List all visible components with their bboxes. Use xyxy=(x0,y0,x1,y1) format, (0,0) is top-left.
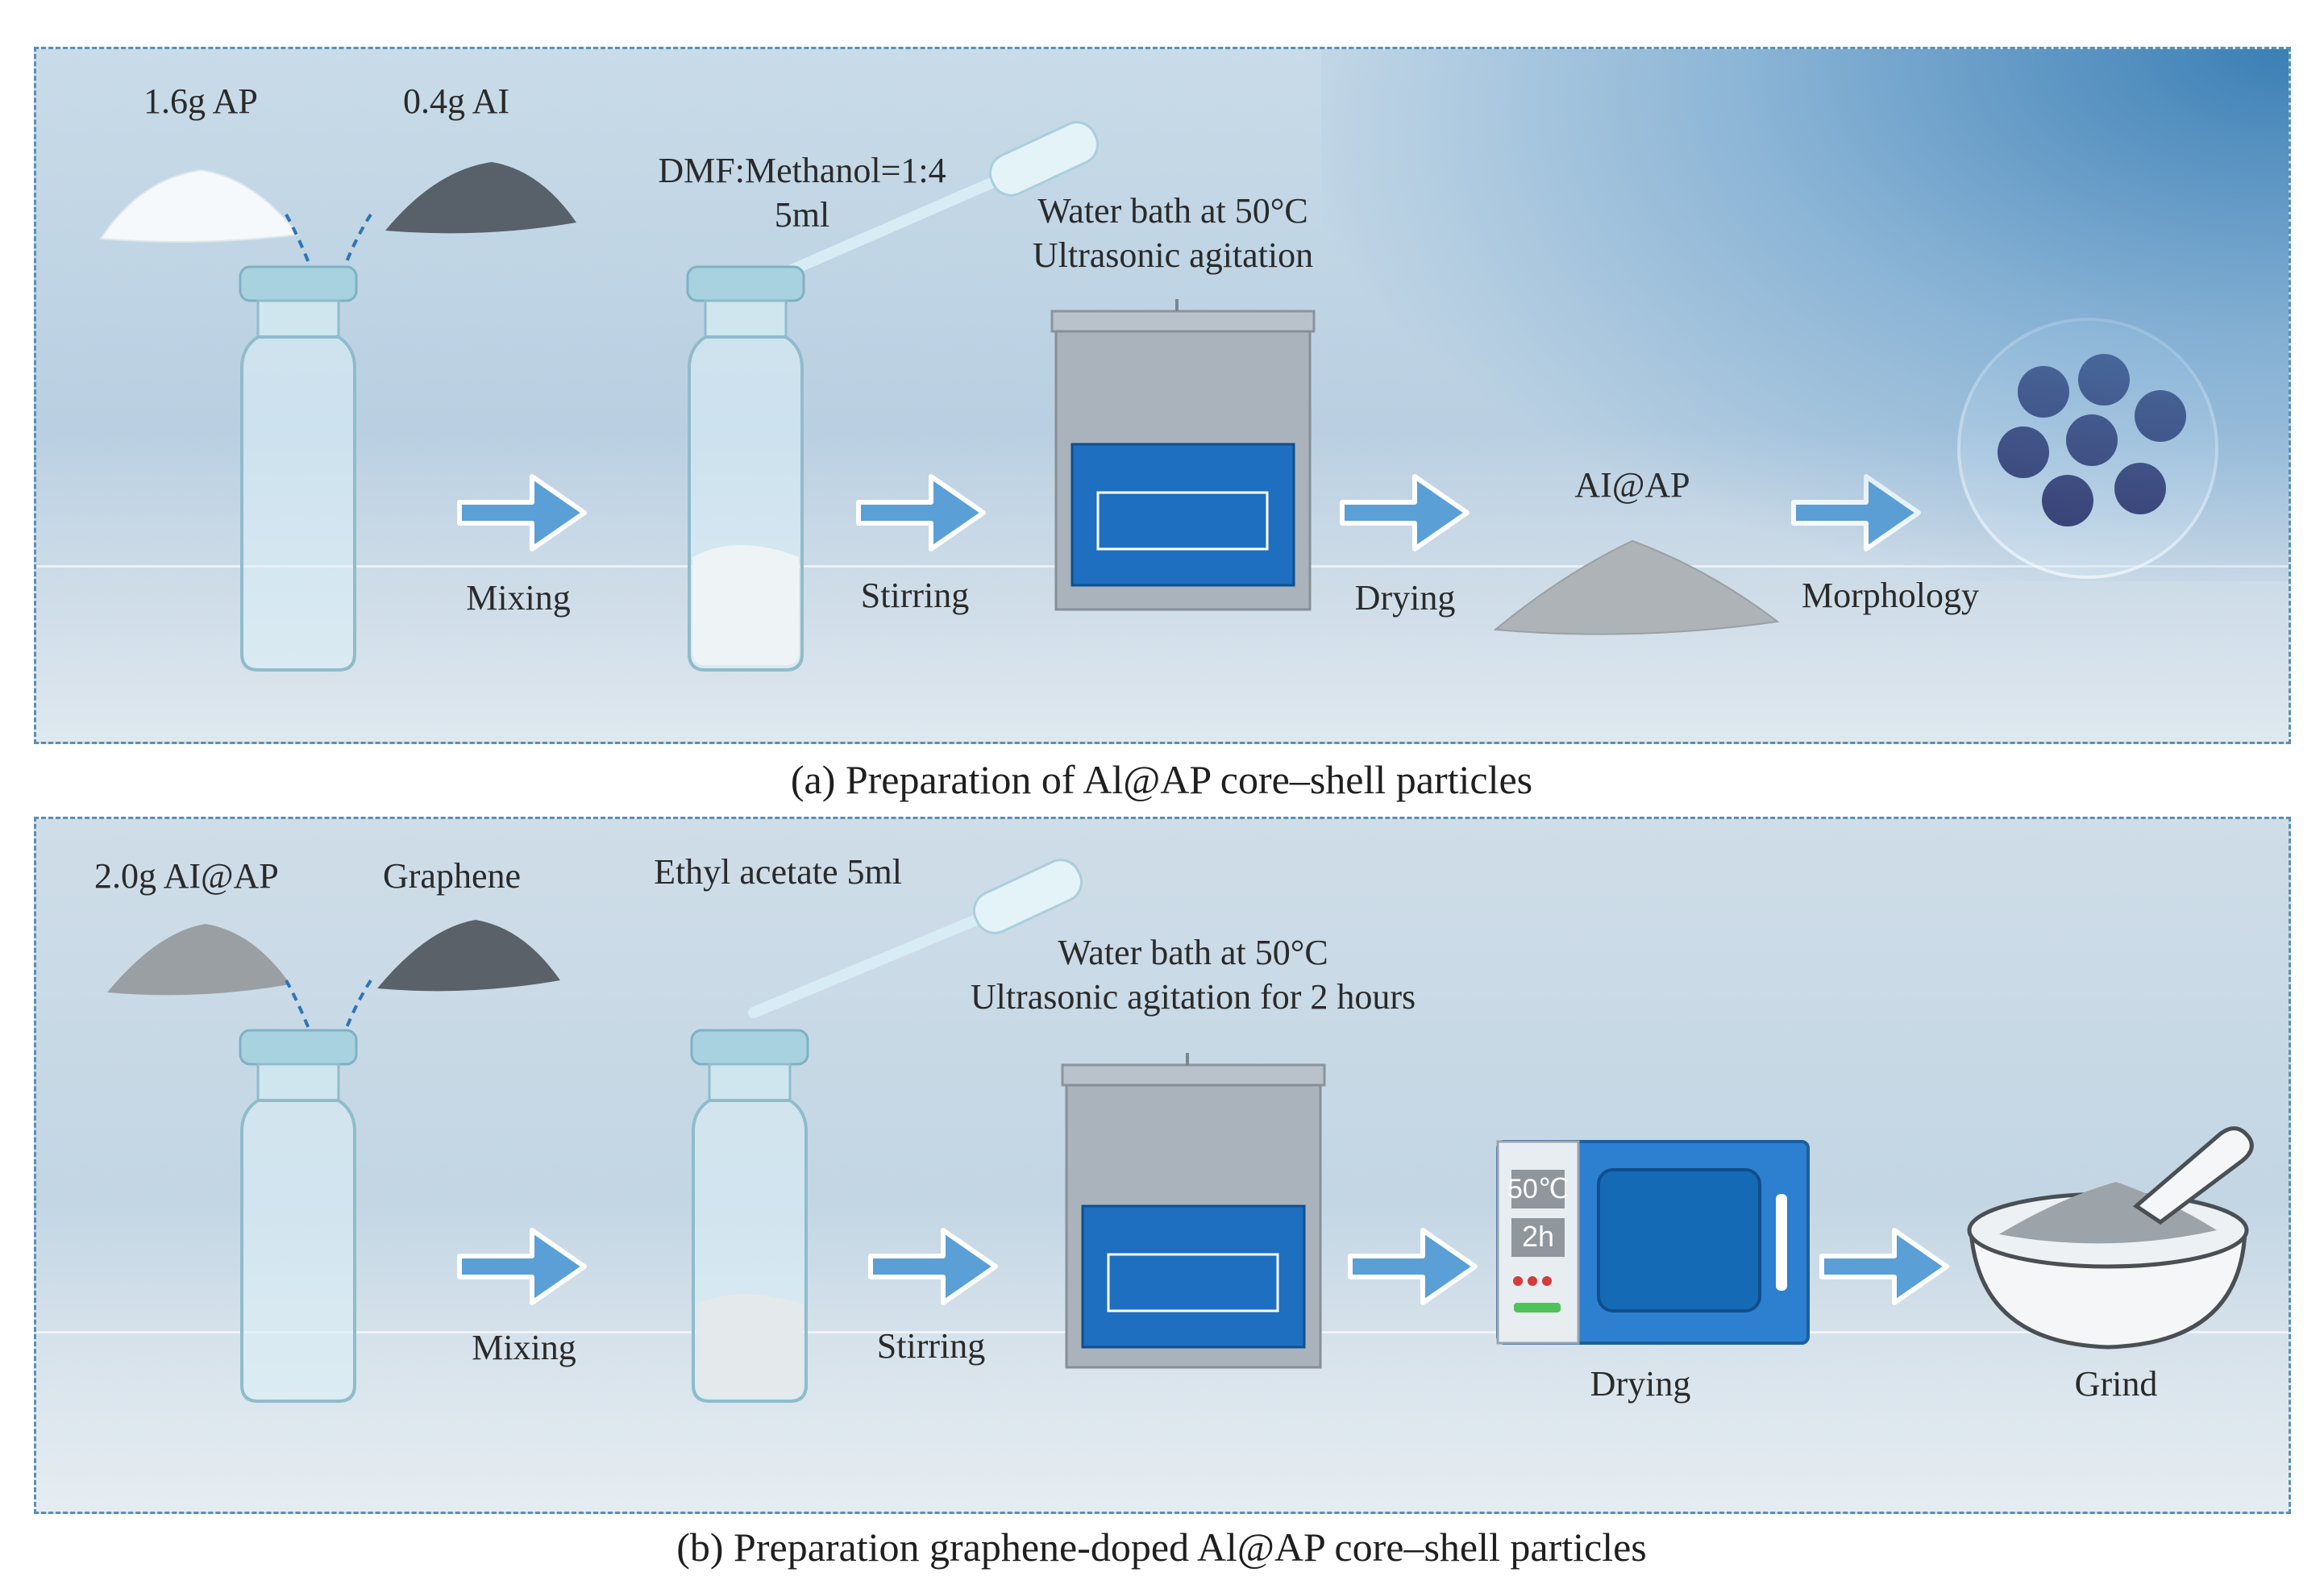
step-drying-label: Drying xyxy=(1354,578,1456,618)
mortar-and-pestle xyxy=(1967,1126,2254,1350)
powder-1-label: 1.6g AP xyxy=(143,81,258,121)
vial-empty xyxy=(239,1029,358,1403)
dropper xyxy=(748,859,1083,1018)
graphene-powder-pile xyxy=(377,920,560,992)
bath-line1: Water bath at 50°C xyxy=(1037,191,1308,231)
solvent-line1: DMF:Methanol=1:4 xyxy=(658,151,946,190)
powder-2-label: 0.4g AI xyxy=(403,81,509,121)
step-grind-label: Grind xyxy=(2074,1364,2158,1404)
core-shell-particles xyxy=(1957,318,2218,579)
panel-a: Mixing DMF:Methanol=1:4 5ml Stirring Wat… xyxy=(34,47,2291,744)
arrow-stirring xyxy=(856,474,986,551)
ap-powder-pile xyxy=(99,168,300,243)
dropper xyxy=(756,121,1100,289)
step-mixing-label: Mixing xyxy=(466,578,571,618)
solvent-line2: 5ml xyxy=(774,195,830,235)
bath-line2: Ultrasonic agitation xyxy=(1032,235,1314,275)
arrow-mixing xyxy=(457,474,587,551)
arrow-mixing xyxy=(457,1228,587,1305)
caption-a: (a) Preparation of Al@AP core–shell part… xyxy=(790,757,1533,802)
panel-b: 2.0g AI@AP Graphene Mixing Ethyl acetate… xyxy=(34,817,2291,1514)
bath-line1: Water bath at 50°C xyxy=(1058,933,1328,972)
arrow-stirring xyxy=(868,1228,998,1305)
ai-powder-pile xyxy=(385,162,576,234)
powder-2-label: Graphene xyxy=(383,856,522,896)
vial-with-powder xyxy=(686,265,805,672)
solvent-label: Ethyl acetate 5ml xyxy=(654,852,902,892)
step-stirring-label: Stirring xyxy=(876,1326,986,1366)
step-drying-label: Drying xyxy=(1590,1364,1691,1404)
caption-b: (b) Preparation graphene-doped Al@AP cor… xyxy=(676,1525,1647,1570)
step-stirring-label: Stirring xyxy=(860,576,970,615)
arrow-drying xyxy=(1340,474,1470,551)
bath-line2: Ultrasonic agitation for 2 hours xyxy=(970,977,1416,1017)
arrow-drying xyxy=(1348,1228,1478,1305)
al-ap-powder-pile xyxy=(1493,539,1780,635)
ultrasonic-bath xyxy=(1061,1053,1326,1369)
vial-with-powder xyxy=(690,1029,809,1403)
ultrasonic-bath xyxy=(1050,299,1316,611)
arrow-morphology xyxy=(1791,474,1921,551)
drying-oven: 50℃ 2h xyxy=(1496,1140,1810,1345)
vial-empty xyxy=(239,265,358,672)
oven-temp-readout: 50℃ xyxy=(1507,1174,1569,1204)
al-ap-powder-pile xyxy=(107,924,290,996)
product-label: AI@AP xyxy=(1574,465,1690,505)
oven-time-readout: 2h xyxy=(1522,1220,1554,1253)
powder-1-label: 2.0g AI@AP xyxy=(94,856,279,896)
arrow-grind xyxy=(1819,1228,1949,1305)
step-mixing-label: Mixing xyxy=(472,1328,576,1367)
step-morphology-label: Morphology xyxy=(1802,576,1979,615)
